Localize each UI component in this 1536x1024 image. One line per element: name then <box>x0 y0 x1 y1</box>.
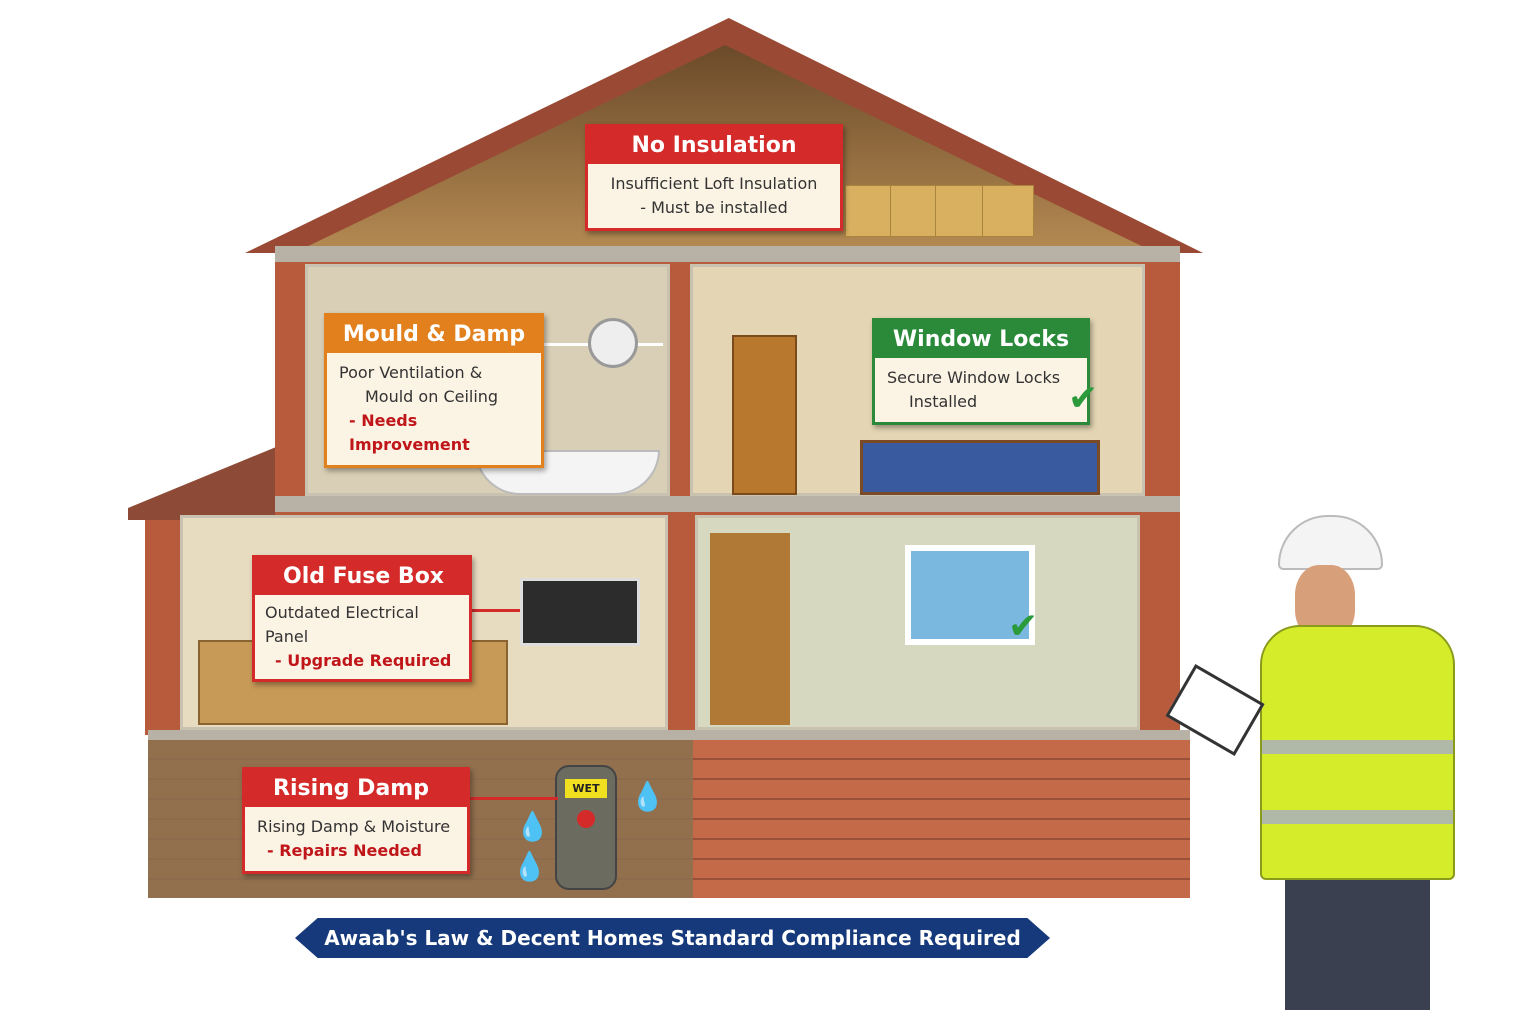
water-drop-icon: 💧 <box>515 810 550 843</box>
callout-warning: - Needs Improvement <box>349 411 470 454</box>
wardrobe <box>710 533 790 725</box>
extractor-fan <box>588 318 638 368</box>
checkmark-icon: ✔ <box>1068 378 1099 419</box>
callout-text: Insufficient Loft Insulation <box>610 174 818 193</box>
reflective-strip <box>1262 810 1453 824</box>
callout-old-fuse-box: Old Fuse Box Outdated Electrical Panel - … <box>252 555 472 682</box>
insulation-bale <box>982 185 1034 237</box>
callout-title: No Insulation <box>588 127 840 164</box>
meter-button <box>577 810 595 828</box>
callout-title: Mould & Damp <box>327 316 541 353</box>
checkmark-icon: ✔ <box>1008 606 1039 647</box>
callout-title: Window Locks <box>875 321 1087 358</box>
callout-rising-damp: Rising Damp Rising Damp & Moisture - Repa… <box>242 767 470 874</box>
first-floor <box>275 496 1180 512</box>
fuse-box <box>520 578 640 646</box>
compliance-banner: Awaab's Law & Decent Homes Standard Comp… <box>295 918 1050 958</box>
callout-text: Rising Damp & Moisture <box>257 817 451 836</box>
bedroom-door <box>732 335 797 495</box>
extension-roof <box>128 440 293 520</box>
arrow-icon <box>472 609 520 612</box>
callout-text: Poor Ventilation & <box>339 363 483 382</box>
water-drop-icon: 💧 <box>512 850 547 883</box>
callout-title: Old Fuse Box <box>255 558 469 595</box>
moisture-meter: WET <box>555 765 617 890</box>
callout-text: Secure Window Locks <box>887 368 1061 387</box>
insulation-bale <box>935 185 987 237</box>
meter-display: WET <box>565 779 607 798</box>
callout-text: Outdated Electrical Panel <box>265 603 419 646</box>
trousers <box>1285 880 1430 1010</box>
callout-text: Installed <box>909 392 978 411</box>
callout-text: - Must be installed <box>640 198 788 217</box>
callout-warning: - Repairs Needed <box>267 841 422 860</box>
bed <box>860 440 1100 495</box>
loft-floor <box>275 246 1180 262</box>
inspector <box>1165 510 1470 1010</box>
callout-title: Rising Damp <box>245 770 467 807</box>
reflective-strip <box>1262 740 1453 754</box>
callout-no-insulation: No Insulation Insufficient Loft Insulati… <box>585 124 843 231</box>
living-room-window <box>905 545 1035 645</box>
callout-text: Mould on Ceiling <box>365 387 499 406</box>
hard-hat <box>1278 515 1383 570</box>
callout-warning: - Upgrade Required <box>275 651 452 670</box>
water-drop-icon: 💧 <box>630 780 665 813</box>
insulation-bale <box>845 185 897 237</box>
arrow-icon <box>470 797 558 800</box>
callout-mould-damp: Mould & Damp Poor Ventilation & Mould on … <box>324 313 544 468</box>
